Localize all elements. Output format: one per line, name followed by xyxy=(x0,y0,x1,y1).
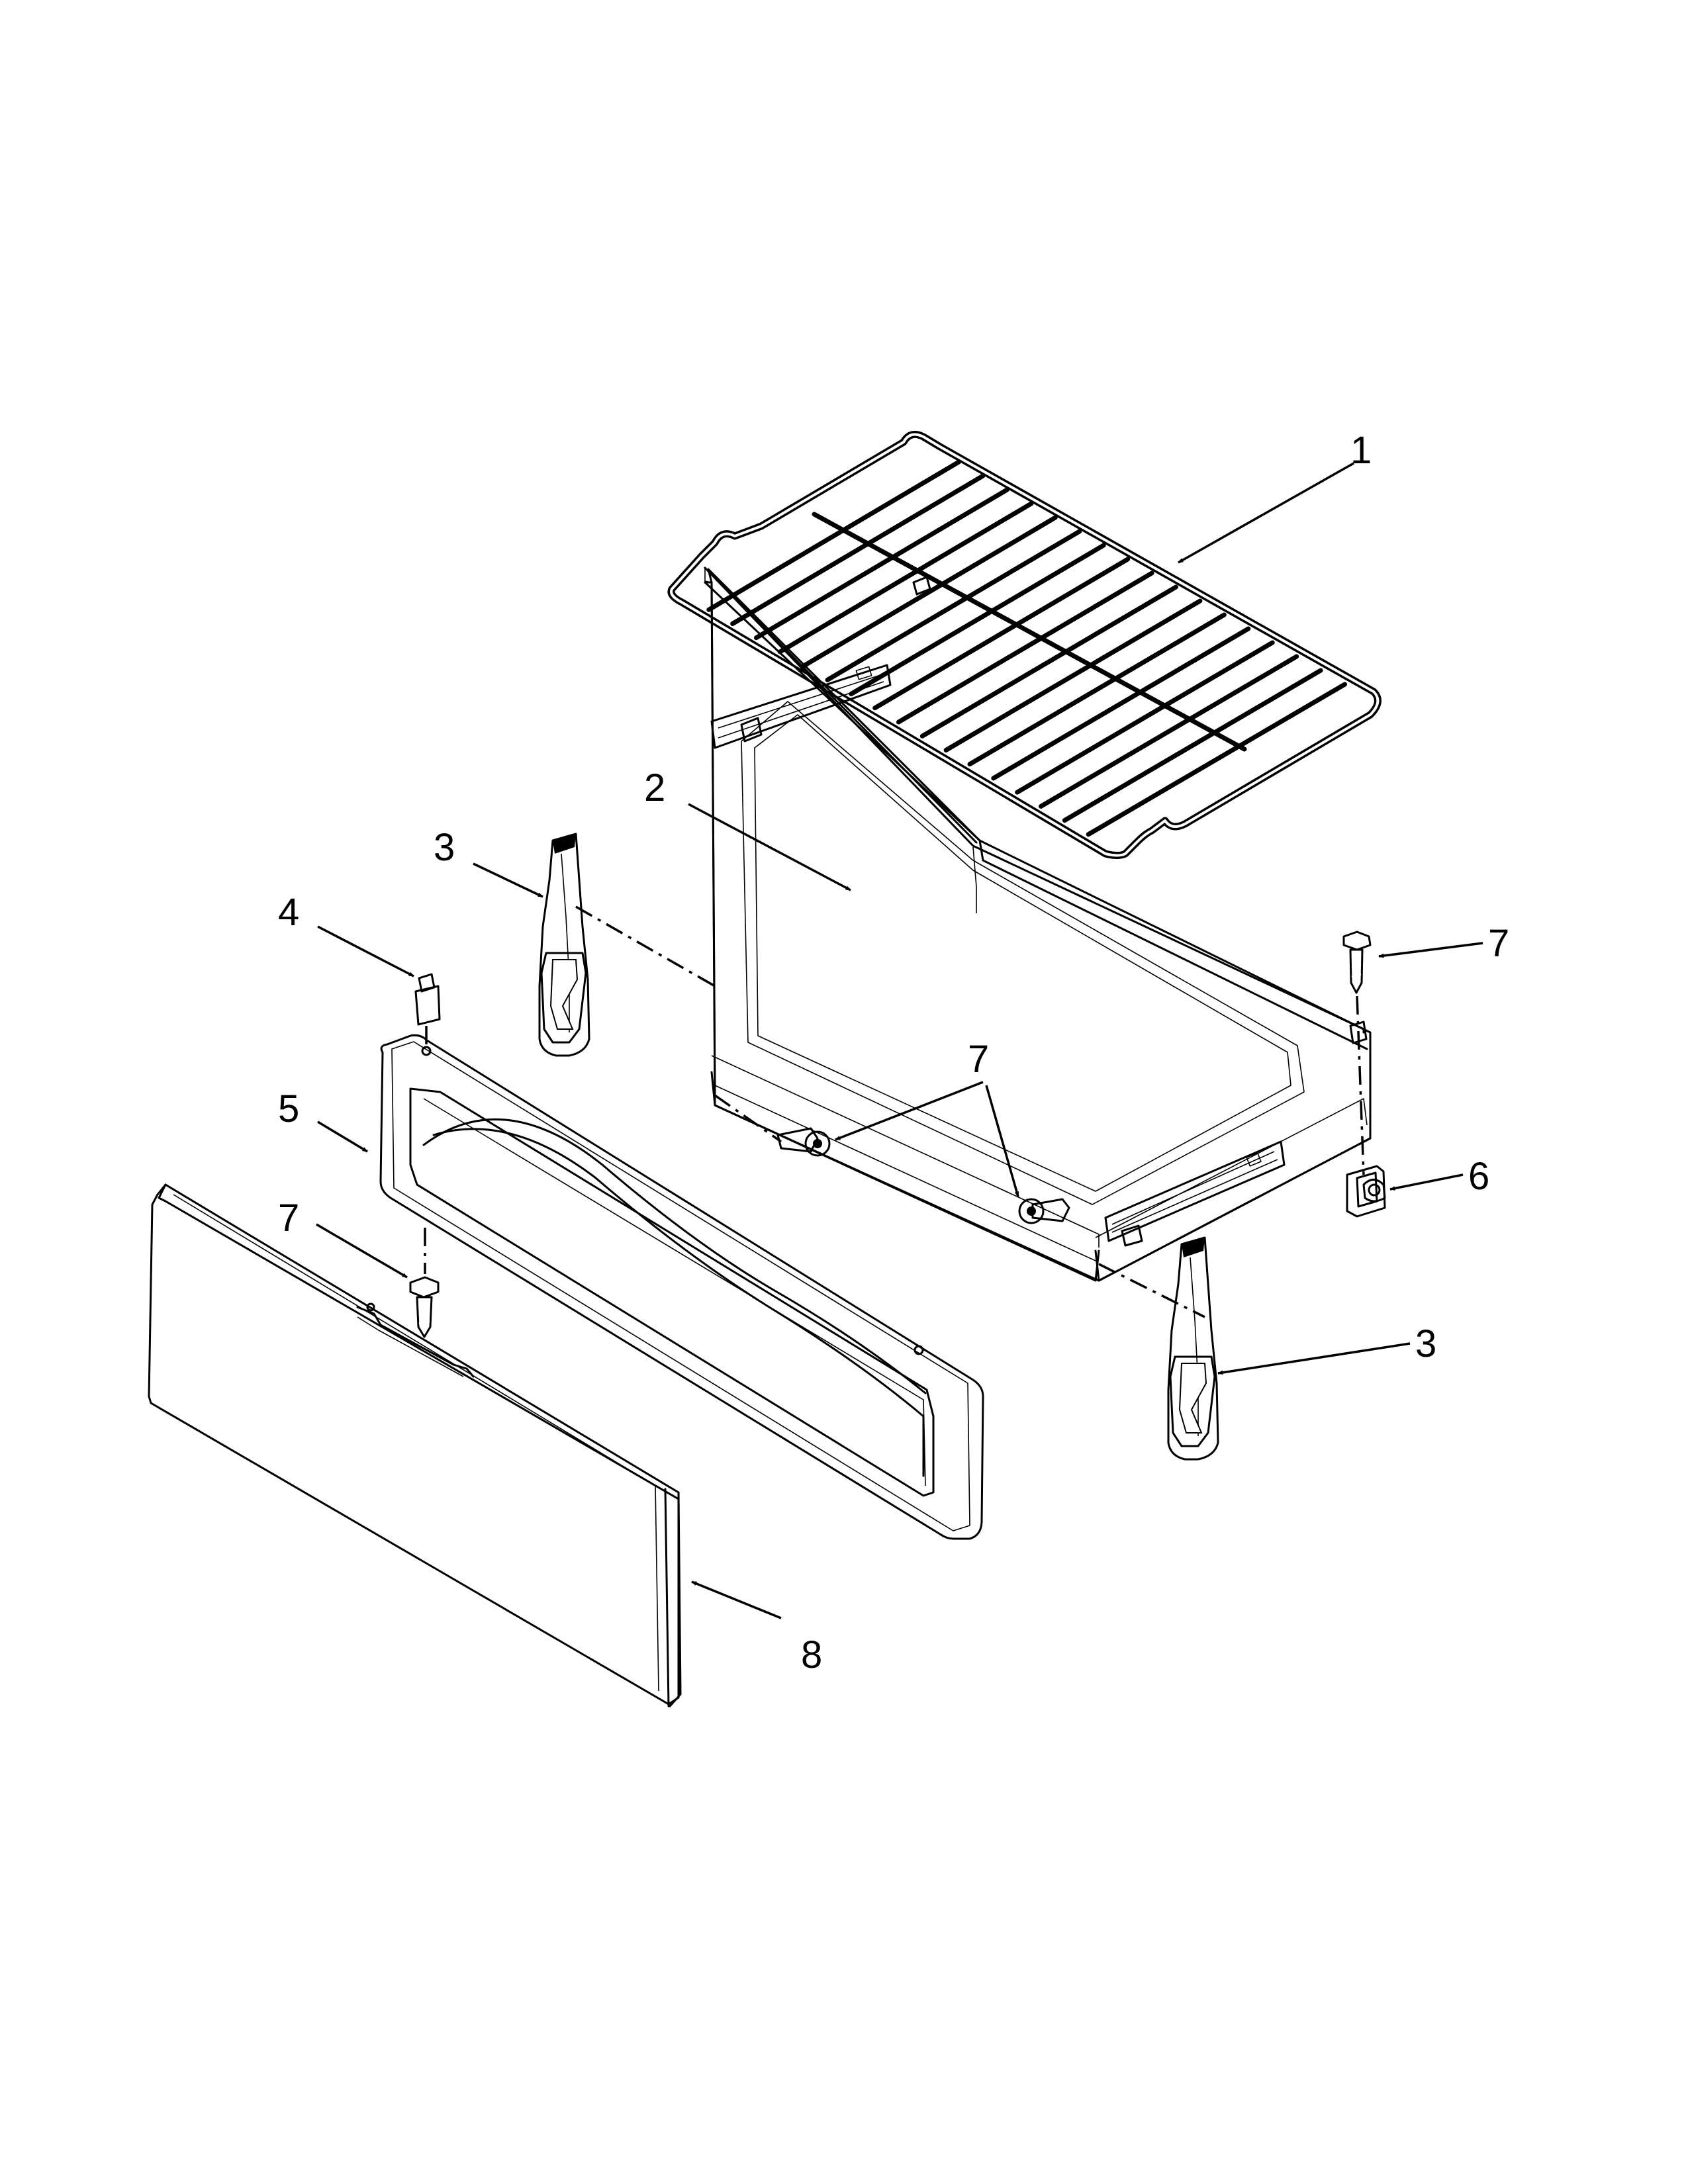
rack-rod xyxy=(1062,668,1323,823)
leader-7c xyxy=(316,1223,408,1279)
oven-rack-rods xyxy=(706,459,1348,837)
callout-6: 6 xyxy=(1468,1155,1489,1198)
drawer-pan xyxy=(704,567,1372,1282)
leader-7b-right xyxy=(985,1085,1019,1197)
rack-rod xyxy=(1039,654,1299,809)
screw-drawer-center xyxy=(1018,1198,1070,1224)
leader-3a xyxy=(473,862,543,898)
callout-8: 8 xyxy=(801,1633,822,1676)
callout-7-right: 7 xyxy=(1488,922,1509,965)
leader-8 xyxy=(691,1580,782,1619)
assembly-lines xyxy=(424,905,1365,1318)
rack-rod xyxy=(967,612,1227,767)
leader-3b xyxy=(1217,1342,1411,1375)
rack-rod xyxy=(1086,682,1348,837)
callout-2: 2 xyxy=(644,766,665,809)
rack-rod xyxy=(730,473,986,626)
leader-7b-left xyxy=(835,1081,984,1141)
rack-rod xyxy=(919,584,1178,739)
spacer-pin xyxy=(414,973,441,1026)
callout-3-left: 3 xyxy=(434,826,455,869)
leader-arrows xyxy=(316,462,1483,1619)
rack-rod xyxy=(896,570,1154,725)
screw-lower-left xyxy=(409,1276,440,1338)
leader-7a xyxy=(1378,942,1483,958)
screw-drawer-left xyxy=(776,1127,831,1157)
drawer-glide-left xyxy=(538,833,590,1057)
callout-labels: 1 2 3 3 4 5 6 7 7 7 8 xyxy=(278,429,1509,1676)
callout-4: 4 xyxy=(278,891,299,934)
rack-rod xyxy=(825,529,1082,682)
callout-7-center: 7 xyxy=(968,1038,989,1081)
rack-rod xyxy=(801,515,1058,668)
leader-6 xyxy=(1389,1173,1464,1191)
rack-rod xyxy=(754,487,1009,641)
leader-2 xyxy=(688,803,851,891)
callout-5: 5 xyxy=(278,1087,299,1130)
drawer-front-panel xyxy=(148,1183,682,1707)
drawer-inner-panel xyxy=(379,1034,984,1540)
rack-rod xyxy=(943,598,1203,752)
rack-rod xyxy=(991,626,1251,781)
drawer-bracket xyxy=(1346,1165,1386,1218)
leader-5 xyxy=(317,1120,368,1153)
drawer-glide-right xyxy=(1167,1236,1219,1461)
rack-rod xyxy=(706,459,961,612)
rack-rod xyxy=(872,557,1131,711)
screw-upper-right xyxy=(1342,931,1372,994)
leader-4 xyxy=(317,925,414,978)
rack-rod xyxy=(849,543,1106,697)
rack-rod xyxy=(1015,640,1275,795)
callout-3-right: 3 xyxy=(1415,1322,1436,1365)
callout-7-left: 7 xyxy=(278,1197,299,1240)
callout-1: 1 xyxy=(1350,429,1372,472)
rack-rod xyxy=(777,501,1034,655)
leader-1 xyxy=(1178,462,1354,564)
oven-rack xyxy=(667,430,1382,859)
